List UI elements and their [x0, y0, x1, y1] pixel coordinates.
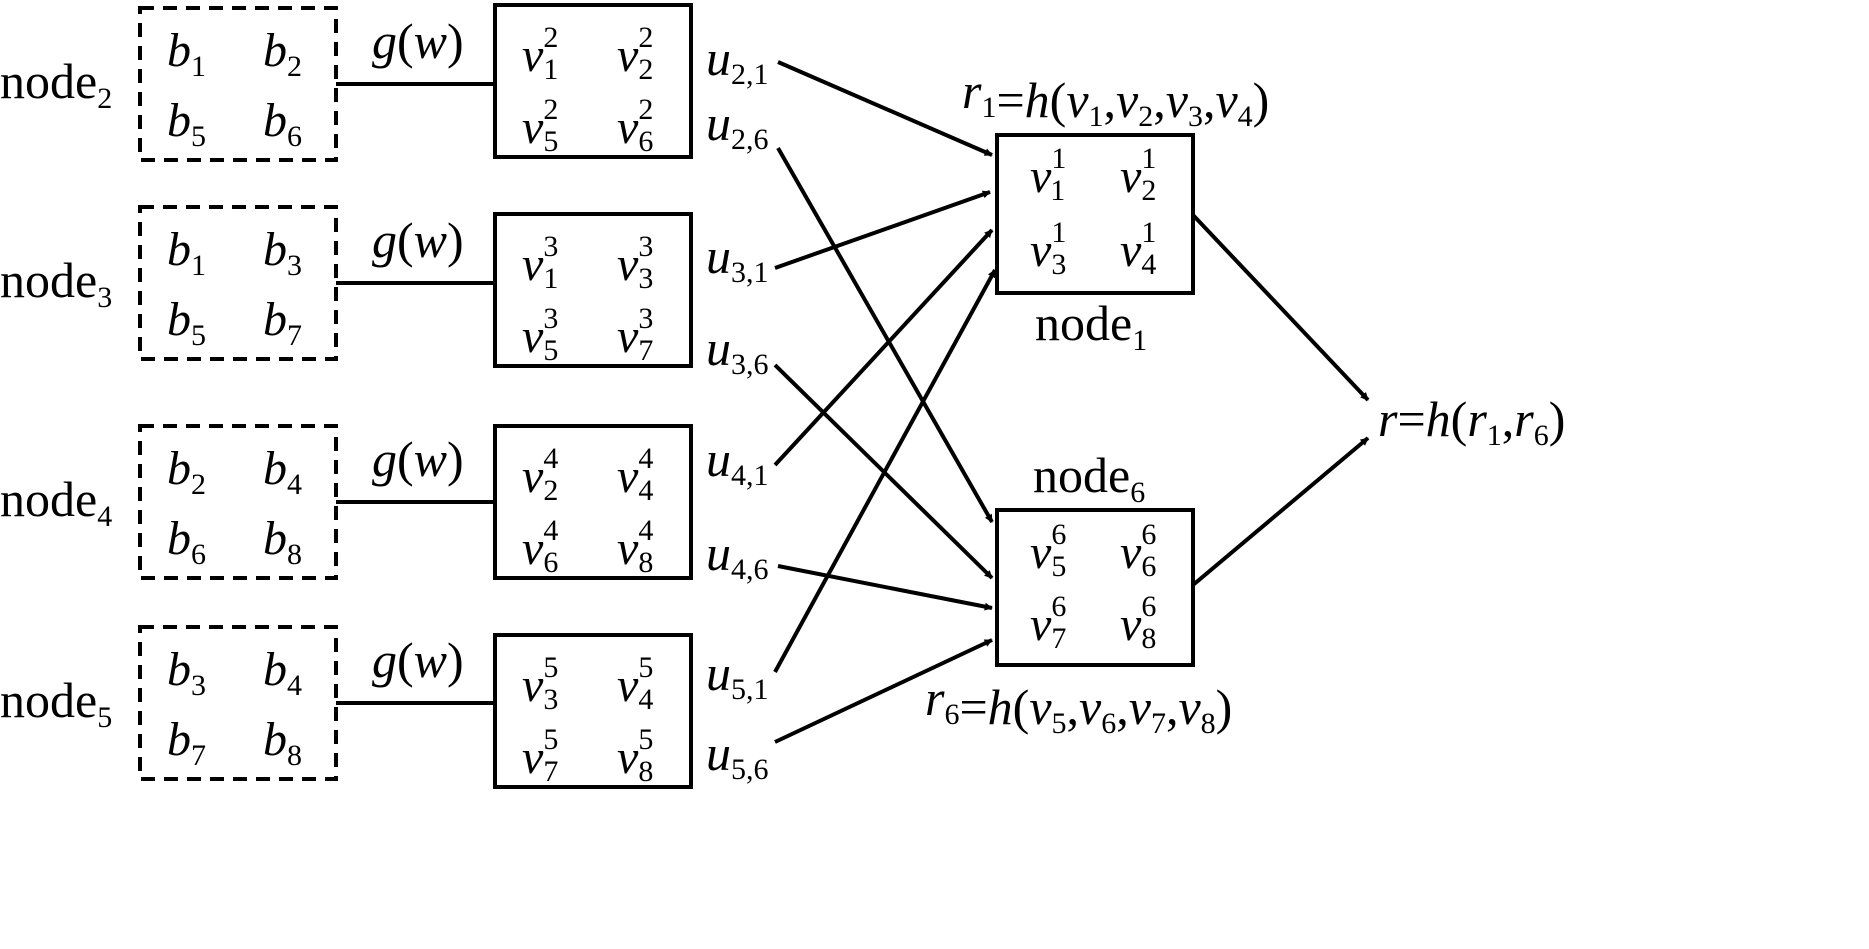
- arrow-u2-6-node6: [776, 147, 994, 523]
- block-b3: b3: [263, 223, 302, 282]
- block-b1: b1: [167, 24, 206, 83]
- encode-fn-label: g(w): [372, 13, 464, 69]
- final-result-formula: r=h(r1,r6): [1378, 391, 1565, 452]
- encode-fn-label: g(w): [372, 431, 464, 487]
- node-label-5: node5: [0, 672, 112, 734]
- arrow-u3-1-node1: [774, 190, 991, 270]
- block-b7: b7: [167, 713, 206, 772]
- encode-fn-label: g(w): [372, 212, 464, 268]
- arrow-u2-1-node1: [777, 60, 993, 157]
- node-label-3: node3: [0, 252, 112, 314]
- coded-block-box-5: [493, 633, 693, 789]
- block-b6: b6: [167, 512, 206, 571]
- data-block-box-2: [138, 6, 338, 162]
- coded-block-box-2: [493, 3, 693, 159]
- block-b1: b1: [167, 223, 206, 282]
- output-u4-6: u4,6: [706, 525, 769, 586]
- node6-formula: r6=h(v5,v6,v7,v8): [925, 670, 1232, 740]
- node-label-2: node2: [0, 53, 112, 115]
- block-b2: b2: [263, 24, 302, 83]
- block-b2: b2: [167, 442, 206, 501]
- arrow-node6-result: [1191, 436, 1370, 587]
- output-u5-1: u5,1: [706, 645, 769, 706]
- node-label-4: node4: [0, 471, 112, 533]
- block-b4: b4: [263, 643, 302, 702]
- block-b5: b5: [167, 293, 206, 352]
- encode-fn-label: g(w): [372, 632, 464, 688]
- node1-box: [995, 133, 1195, 295]
- output-u2-6: u2,6: [706, 95, 769, 156]
- block-b8: b8: [263, 512, 302, 571]
- block-b8: b8: [263, 713, 302, 772]
- output-u4-1: u4,1: [706, 431, 769, 492]
- block-b3: b3: [167, 643, 206, 702]
- arrow-u5-1-node1: [773, 269, 997, 673]
- node6-label: node6: [1033, 447, 1145, 509]
- data-block-box-3: [138, 205, 338, 361]
- output-u2-1: u2,1: [706, 30, 769, 91]
- block-b6: b6: [263, 94, 302, 153]
- node1-label: node1: [1035, 295, 1147, 357]
- block-b4: b4: [263, 442, 302, 501]
- node6-box: [995, 508, 1195, 667]
- output-u3-6: u3,6: [706, 320, 769, 381]
- arrow-u5-6-node6: [774, 638, 993, 744]
- coded-block-box-3: [493, 212, 693, 368]
- block-b5: b5: [167, 94, 206, 153]
- node1-formula: r1=h(v1,v2,v3,v4): [962, 63, 1269, 133]
- arrow-node1-result: [1191, 213, 1370, 402]
- data-block-box-4: [138, 424, 338, 580]
- output-u3-1: u3,1: [706, 228, 769, 289]
- data-block-box-5: [138, 625, 338, 781]
- arrow-u4-1-node1: [773, 228, 994, 467]
- block-b7: b7: [263, 293, 302, 352]
- coded-block-box-4: [493, 424, 693, 580]
- output-u5-6: u5,6: [706, 725, 769, 786]
- arrow-u4-6-node6: [777, 564, 993, 611]
